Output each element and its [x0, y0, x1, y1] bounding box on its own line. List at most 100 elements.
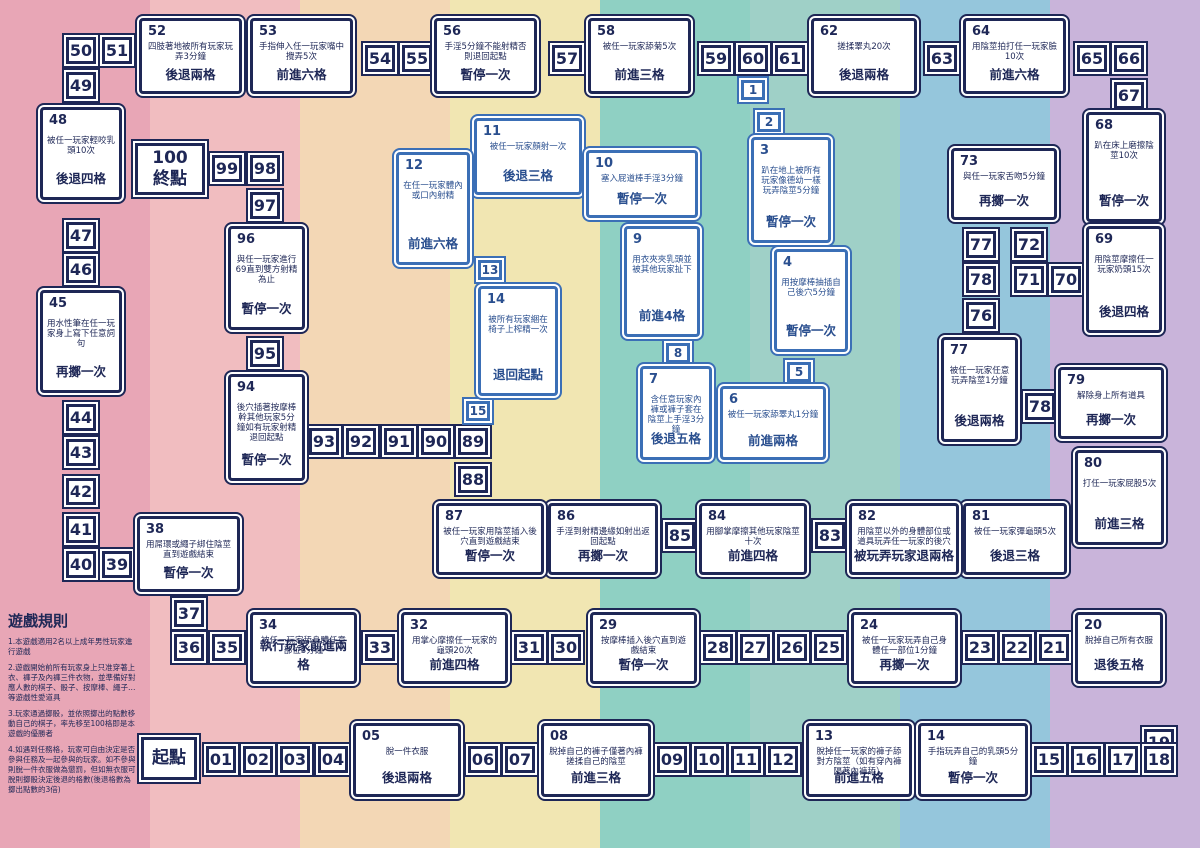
board-square-15: 15 [466, 401, 490, 421]
cell-action: 前進兩格 [747, 433, 798, 448]
cell-description: 手指伸入任一玩家嘴中攪弄5次 [258, 42, 344, 62]
board-square-11: 11 [731, 746, 761, 773]
rule-item: 2.遊戲開始前所有玩家身上只准穿著上衣、褲子及內褲三件衣物，並準備好對應人數的棋… [8, 663, 136, 702]
cell-description: 用按摩棒抽插自己後穴5分鐘 [781, 278, 841, 298]
cell-description: 與任一玩家舌吻5分鐘 [963, 172, 1045, 182]
cell-number: 94 [237, 380, 256, 395]
board-square-98: 98 [250, 155, 280, 182]
cell-action: 被玩弄玩家退兩格 [854, 548, 955, 563]
board-square-33: 33 [365, 634, 395, 661]
board-square-59: 59 [701, 45, 731, 72]
cell-description: 解除身上所有道具 [1076, 391, 1145, 401]
board-square-2: 2 [757, 112, 781, 132]
board-square-01: 01 [206, 746, 236, 773]
cell-number: 24 [860, 618, 879, 633]
board-square-57: 57 [552, 45, 582, 72]
cell-number: 6 [729, 392, 739, 407]
board-square-60: 60 [738, 45, 768, 72]
cell-description: 趴在床上磨擦陰莖10次 [1094, 141, 1154, 161]
cell-description: 後穴插著按摩棒幹其他玩家5分鐘如有玩家射精退回起點 [236, 403, 297, 443]
board-square-44: 44 [66, 404, 96, 431]
board-square-07: 07 [505, 746, 535, 773]
cell-action: 後退兩格 [165, 67, 216, 82]
cell-description: 用陰莖拍打任一玩家臉10次 [971, 42, 1057, 62]
cell-action: 後退兩格 [381, 770, 432, 785]
rule-item: 4.如遇到任務格，玩家可自由決定是否參與任務及一起參與的玩家。如不參與則脫一件衣… [8, 745, 136, 794]
board-square-22: 22 [1002, 634, 1032, 661]
cell-action: 前進六格 [407, 236, 458, 251]
cell-action: 暫停一次 [765, 214, 816, 229]
board-square-30: 30 [551, 634, 581, 661]
cell-description: 趴在地上被所有玩家像德幼一樣玩弄陰莖5分鐘 [761, 166, 821, 196]
cell-number: 29 [599, 618, 618, 633]
board-square-13: 13 [478, 260, 502, 280]
cell-description: 在任一玩家體內或口內射精 [403, 181, 463, 201]
board-square-49: 49 [66, 72, 96, 99]
board-square-65: 65 [1077, 45, 1107, 72]
cell-description: 被任一玩家舔睪丸1分鐘 [727, 410, 819, 420]
rules-title: 遊戲規則 [8, 612, 69, 630]
cell-number: 81 [972, 509, 991, 524]
cell-action: 前進六格 [276, 67, 327, 82]
board-square-43: 43 [66, 439, 96, 466]
cell-number: 53 [259, 24, 278, 39]
cell-action: 再擲一次 [879, 657, 930, 672]
cell-action: 前進三格 [1094, 516, 1145, 531]
cell-number: 20 [1084, 618, 1103, 633]
cell-description: 被任一玩家顏射一次 [489, 142, 567, 152]
cell-action: 再擲一次 [1085, 412, 1136, 427]
cell-description: 被所有玩家綑在椅子上榨精一次 [488, 315, 548, 335]
board-square-91: 91 [384, 428, 414, 455]
cell-description: 被任一玩家舔菊5次 [602, 42, 677, 52]
cell-number: 38 [146, 522, 165, 537]
board-square-36: 36 [174, 634, 204, 661]
cell-action: 執行玩家前進兩格 [259, 638, 348, 672]
cell-description: 四肢著地被所有玩家玩弄3分鐘 [147, 42, 233, 62]
board-square-5: 5 [787, 362, 811, 382]
cell-action: 再擲一次 [978, 193, 1029, 208]
end-number: 100 [152, 148, 188, 168]
cell-number: 69 [1095, 232, 1114, 247]
cell-description: 按摩棒插入後穴直到遊戲結束 [600, 636, 686, 656]
board-square-09: 09 [657, 746, 687, 773]
cell-number: 10 [595, 156, 614, 171]
cell-number: 14 [927, 729, 946, 744]
cell-number: 05 [362, 729, 381, 744]
cell-action: 後退四格 [55, 171, 106, 186]
cell-number: 7 [649, 372, 659, 387]
cell-action: 前進三格 [570, 770, 621, 785]
cell-action: 後退四格 [1098, 304, 1149, 319]
board-square-37: 37 [174, 600, 204, 627]
cell-number: 56 [443, 24, 462, 39]
cell-action: 暫停一次 [241, 452, 292, 467]
board-square-77: 77 [966, 231, 996, 258]
cell-action: 暫停一次 [785, 323, 836, 338]
cell-description: 用陰莖以外的身體部位或道具玩弄任一玩家的後穴 [857, 527, 951, 547]
cell-action: 再擲一次 [577, 548, 628, 563]
cell-description: 被任一玩家任意玩弄陰莖1分鐘 [949, 366, 1010, 386]
cell-number: 58 [597, 24, 616, 39]
cell-action: 後退三格 [502, 168, 553, 183]
board-square-12: 12 [768, 746, 798, 773]
board-square-28: 28 [703, 634, 733, 661]
board-square-1: 1 [741, 80, 765, 100]
board-square-83: 83 [815, 522, 845, 549]
board-square-26: 26 [777, 634, 807, 661]
